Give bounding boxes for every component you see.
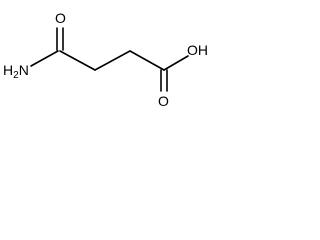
amine-subscript-label: 2: [13, 70, 19, 81]
amine-h-label: H: [3, 62, 13, 78]
succinamic-acid-structure: H2N O OH O: [3, 10, 208, 109]
hydroxyl-label: OH: [187, 42, 208, 58]
amine-label: H2N: [3, 62, 29, 81]
bond-c3-c4: [129, 50, 165, 71]
amine-n-label: N: [19, 62, 29, 78]
acid-carbonyl-oxygen-label: O: [158, 93, 169, 109]
bond-c2-c3: [94, 50, 131, 71]
amide-oxygen-label: O: [55, 10, 66, 26]
bond-n-c1: [30, 50, 59, 67]
bond-c4-oh: [163, 55, 189, 71]
bond-c1-c2: [59, 50, 96, 71]
